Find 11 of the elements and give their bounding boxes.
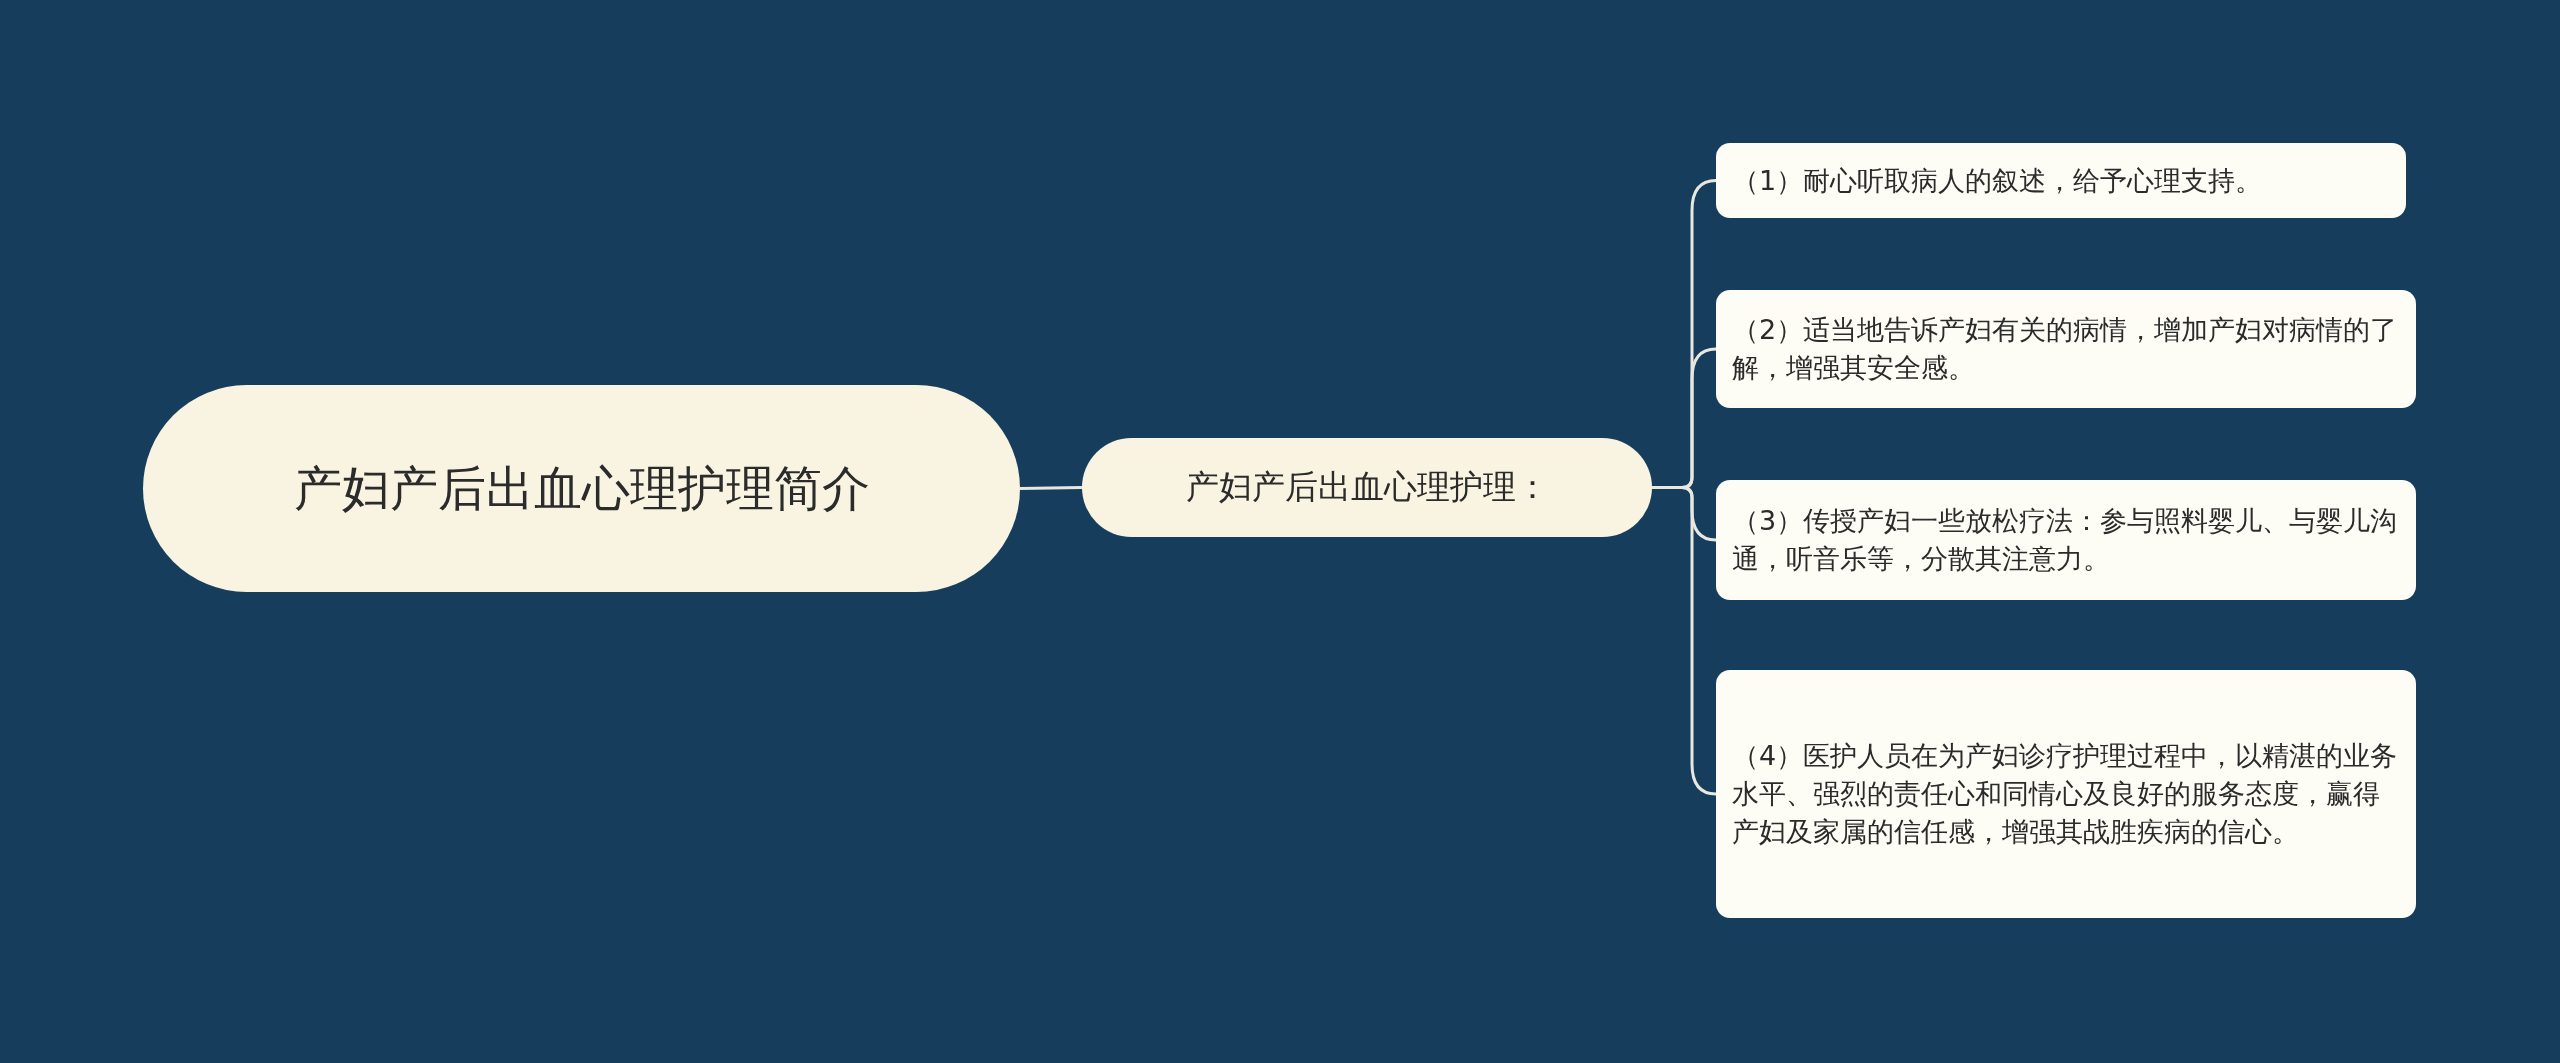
node-text: 产妇产后出血心理护理： [1185, 466, 1549, 509]
connector-line [1019, 486, 1083, 490]
leaf-node [1716, 143, 2406, 218]
leaf-node [1716, 290, 2416, 408]
leaf-node [1716, 480, 2416, 600]
leaf-node [1716, 670, 2416, 918]
node-text: 产妇产后出血心理护理简介 [293, 458, 870, 518]
node-text: （3）传授产妇一些放松疗法：参与照料婴儿、与婴儿沟通，听音乐等，分散其注意力。 [1732, 504, 2399, 576]
node-text: （2）适当地告诉产妇有关的病情，增加产妇对病情的了解，增强其安全感。 [1732, 313, 2399, 385]
node-text: （4）医护人员在为产妇诊疗护理过程中，以精湛的业务水平、强烈的责任心和同情心及良好的服务态度，赢得产妇及家属的信任感，增强其战胜疾病的信心。 [1732, 739, 2399, 849]
node-text: （1）耐心听取病人的叙述，给予心理支持。 [1732, 163, 2263, 198]
